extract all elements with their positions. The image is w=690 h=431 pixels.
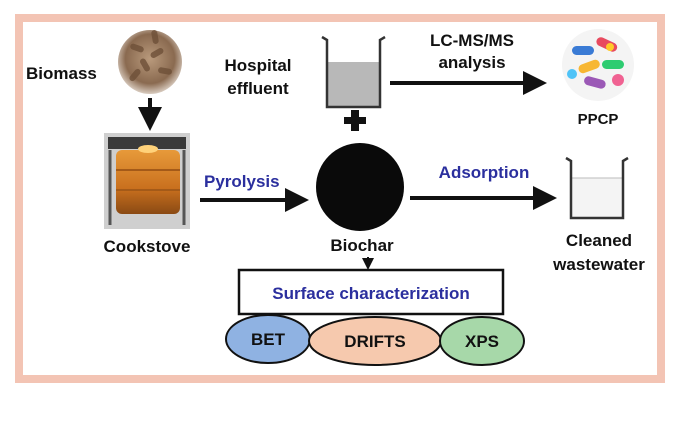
cleaned-label-line2: wastewater bbox=[552, 255, 645, 274]
lcms-label-line1: LC-MS/MS bbox=[430, 31, 514, 50]
pills-icon bbox=[562, 29, 634, 101]
cookstove-label: Cookstove bbox=[104, 237, 191, 256]
biomass-pellets-icon bbox=[118, 30, 182, 94]
lcms-label-line2: analysis bbox=[438, 53, 505, 72]
xps-label: XPS bbox=[465, 332, 499, 351]
effluent-beaker-icon bbox=[321, 35, 386, 109]
hospital-effluent-label-line1: Hospital bbox=[224, 56, 291, 75]
ppcp-label: PPCP bbox=[578, 111, 619, 128]
xps-ellipse bbox=[439, 316, 525, 366]
cleaned-label-line1: Cleaned bbox=[566, 231, 632, 250]
biochar-label: Biochar bbox=[330, 236, 394, 255]
cleaned-beaker-icon bbox=[565, 156, 629, 220]
surface-characterization-box bbox=[237, 268, 505, 316]
adsorption-label: Adsorption bbox=[439, 163, 530, 182]
drifts-label: DRIFTS bbox=[344, 332, 405, 351]
hospital-effluent-label-line2: effluent bbox=[227, 79, 289, 98]
bet-label: BET bbox=[251, 330, 286, 349]
pyrolysis-label: Pyrolysis bbox=[204, 172, 280, 191]
cookstove-icon bbox=[104, 133, 190, 229]
biomass-label: Biomass bbox=[26, 64, 97, 83]
plus-icon bbox=[344, 110, 366, 131]
biochar-circle-icon bbox=[316, 143, 404, 231]
surface-characterization-label: Surface characterization bbox=[272, 284, 469, 303]
